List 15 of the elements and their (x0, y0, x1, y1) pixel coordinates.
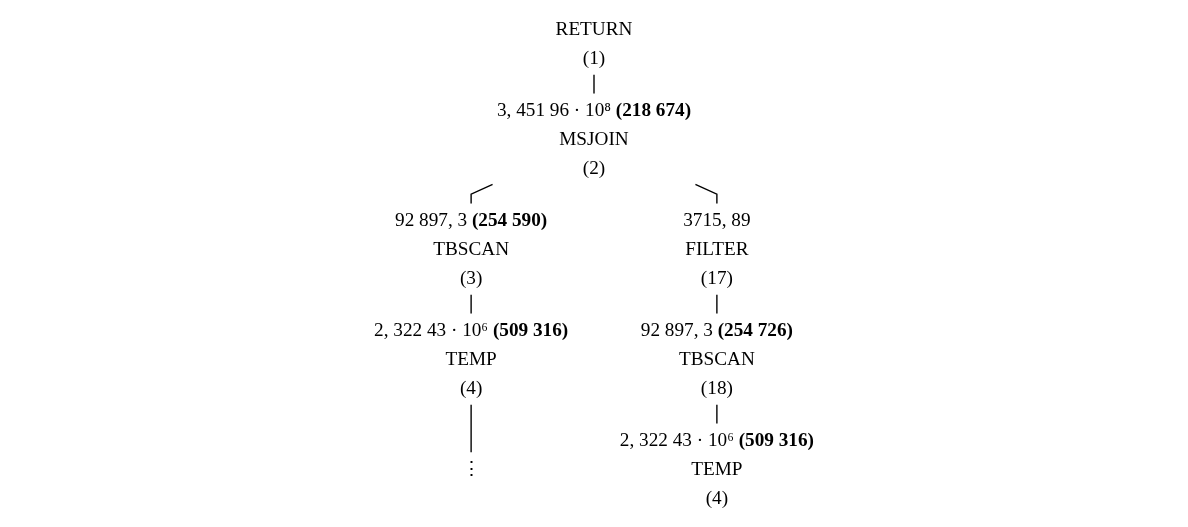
node-text: 3715, 89 FILTER (17) (683, 209, 751, 289)
node-text: 92 897, 3 (254 590) TBSCAN (3) (395, 209, 548, 289)
connector (694, 183, 718, 205)
connector (470, 403, 472, 454)
node-text: RETURN (1) (555, 17, 633, 69)
connector (470, 183, 494, 205)
node-text: 92 897, 3 (254 726) TBSCAN (18) (640, 319, 793, 399)
node-text: 2, 322 43 · 10⁶ (509 316) TEMP (4) (619, 429, 814, 509)
connector (716, 293, 718, 315)
node-text: 3, 451 96 · 10⁸ (218 674) MSJOIN (2) (496, 99, 692, 179)
node-text: ⋮ (461, 457, 481, 480)
connector (470, 293, 472, 315)
connector (716, 403, 718, 425)
connector (593, 73, 595, 95)
node-text: 2, 322 43 · 10⁶ (509 316) TEMP (4) (374, 319, 569, 399)
